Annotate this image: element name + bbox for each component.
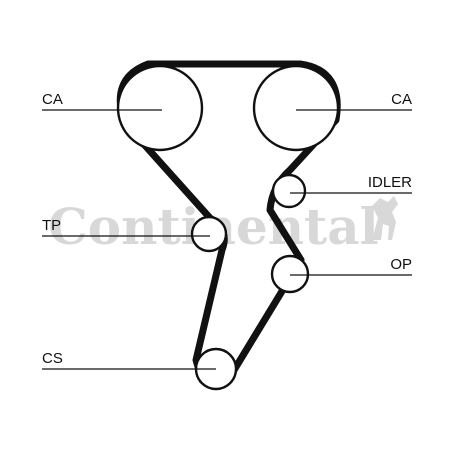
label-oil-pump: OP — [390, 256, 412, 273]
rearing-horse-icon — [372, 196, 398, 240]
label-cam-left: CA — [42, 91, 63, 108]
cam-pulley-left — [116, 64, 204, 152]
label-tensioner: TP — [42, 217, 61, 234]
label-cam-right: CA — [391, 91, 412, 108]
idler-pulley — [271, 173, 307, 209]
cam-pulley-right — [252, 64, 340, 152]
oil-pump-pulley — [270, 254, 310, 294]
label-idler: IDLER — [368, 174, 412, 191]
label-crankshaft: CS — [42, 350, 63, 367]
tensioner-pulley — [190, 215, 228, 253]
